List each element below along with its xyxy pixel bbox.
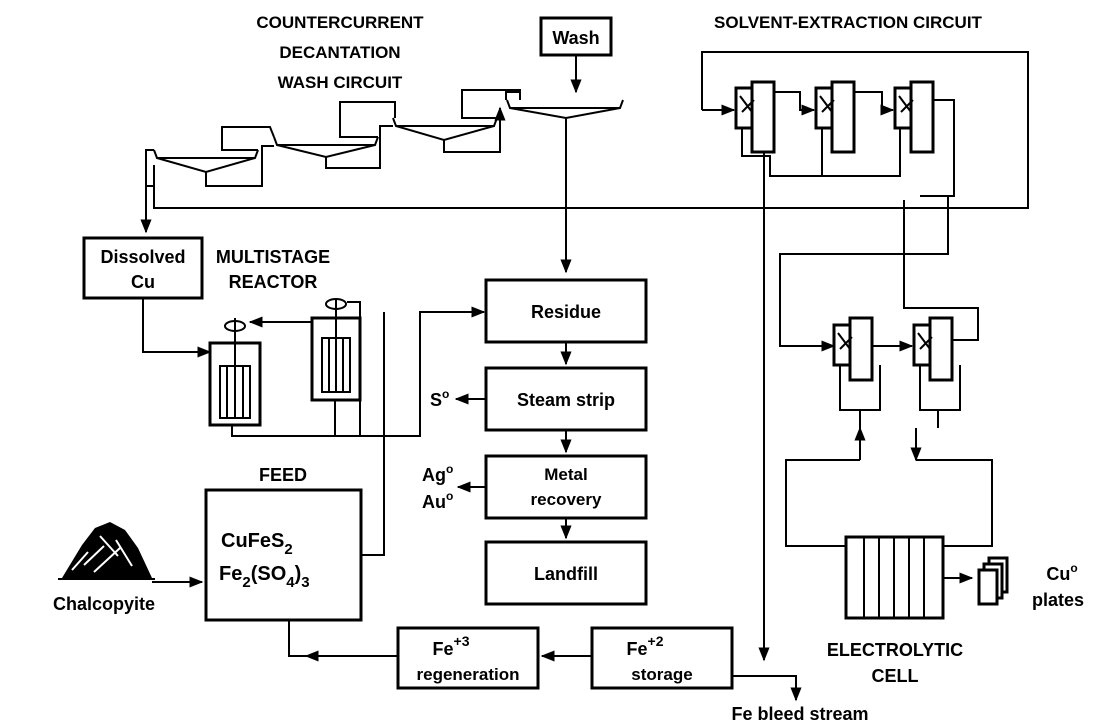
dissolved-cu-box <box>82 236 204 300</box>
electrolytic-cell-title: ELECTROLYTIC CELL <box>827 640 963 686</box>
strip-piping <box>785 200 993 547</box>
fe-bleed-line <box>732 675 802 702</box>
svg-text:WASH CIRCUIT: WASH CIRCUIT <box>278 73 403 92</box>
electrolytic-cell <box>844 535 945 620</box>
reactor-vessel-2 <box>310 298 362 402</box>
sulfur-label: So <box>430 387 449 410</box>
solvent-extraction-title: SOLVENT-EXTRACTION CIRCUIT <box>714 13 983 32</box>
svg-text:MULTISTAGE: MULTISTAGE <box>216 247 330 267</box>
regeneration-label: regeneration <box>417 665 520 684</box>
fe3-label: Fe+3 <box>433 633 470 659</box>
svg-text:ELECTROLYTIC: ELECTROLYTIC <box>827 640 963 660</box>
chalcopyrite-label: Chalcopyite <box>53 594 155 614</box>
thickener-2 <box>392 117 498 142</box>
reactor-title: MULTISTAGE REACTOR <box>216 247 330 292</box>
sx-settler-1 <box>734 80 776 154</box>
storage-label: storage <box>631 665 692 684</box>
silver-label: Ago <box>422 462 453 485</box>
svg-text:CELL: CELL <box>872 666 919 686</box>
dissolved-to-reactor-line <box>142 298 212 358</box>
recovery-label: recovery <box>531 490 602 509</box>
residue-label: Residue <box>531 302 601 322</box>
plates-label: plates <box>1032 590 1084 610</box>
dissolved-label: Dissolved <box>100 247 185 267</box>
thickener-3 <box>273 136 379 159</box>
metal-recovery-box <box>484 454 648 520</box>
copper-plates-icon <box>977 556 1009 606</box>
feed-title: FEED <box>259 465 307 485</box>
dissolved-cu-label: Cu <box>131 272 155 292</box>
sx-settler-3 <box>893 80 935 154</box>
thickener-1 <box>506 99 624 120</box>
fe3-regeneration-box <box>396 626 540 690</box>
metal-label: Metal <box>544 465 587 484</box>
sx-settler-2 <box>814 80 856 154</box>
strip-settler-1 <box>832 316 874 382</box>
fe2-storage-box <box>590 626 734 690</box>
steam-strip-label: Steam strip <box>517 390 615 410</box>
landfill-label: Landfill <box>534 564 598 584</box>
svg-text:REACTOR: REACTOR <box>229 272 318 292</box>
feed-to-residue-line <box>361 312 385 556</box>
strip-settler-2 <box>912 316 954 382</box>
svg-text:COUNTERCURRENT: COUNTERCURRENT <box>256 13 424 32</box>
thickener-4 <box>153 149 259 174</box>
cu-plates-label: Cuo <box>1046 561 1077 584</box>
feed-formula-chalcopyrite: CuFeS2 <box>221 530 293 558</box>
sx-piping-extract <box>701 51 1029 662</box>
residue-box <box>484 278 648 344</box>
fe2-label: Fe+2 <box>627 633 664 659</box>
reactor-vessel-1 <box>208 318 262 427</box>
ore-pile-icon <box>58 522 155 580</box>
gold-label: Auo <box>422 489 453 512</box>
ccd-circuit-title: COUNTERCURRENT DECANTATION WASH CIRCUIT <box>256 13 424 92</box>
feed-bottom-line <box>288 620 310 657</box>
landfill-box <box>484 540 648 606</box>
feed-formula-ferric-sulfate: Fe2(SO4)3 <box>219 563 310 591</box>
svg-text:DECANTATION: DECANTATION <box>279 43 400 62</box>
fe-bleed-label: Fe bleed stream <box>731 704 868 724</box>
wash-label: Wash <box>552 28 599 48</box>
